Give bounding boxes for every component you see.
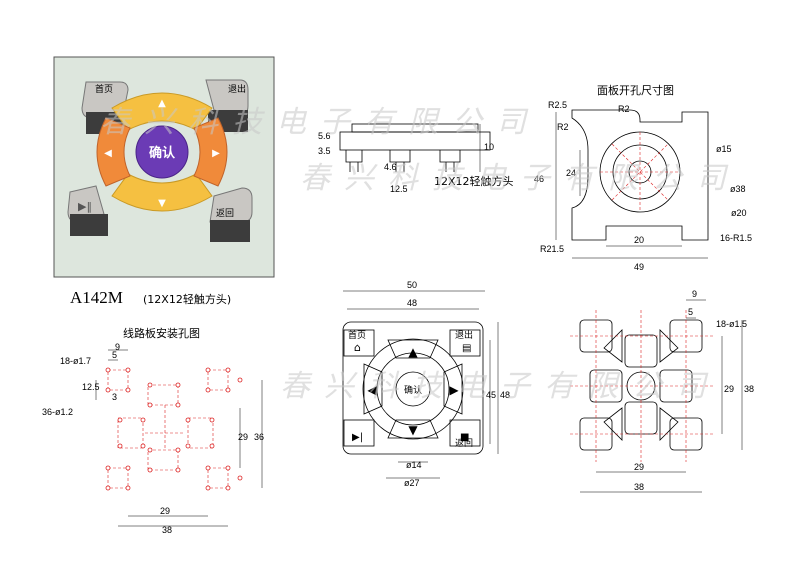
svg-text:■: ■ — [460, 432, 469, 443]
front-dim-50: 50 — [407, 280, 417, 290]
pcb-dim-29-h: 29 — [160, 506, 170, 516]
svg-text:◀: ◀ — [367, 383, 377, 397]
side-dim-12.5: 12.5 — [390, 184, 408, 194]
bottom-dim-18-d1.5: 18-ø1.5 — [716, 319, 747, 329]
panel-view: 面板开孔尺寸图 R2.5 R2 R2 46 24 ø15 ø38 ø20 R21… — [534, 83, 752, 272]
watermark-bottom: 春兴科技电子有限公司 — [280, 369, 720, 404]
svg-text:▲: ▲ — [158, 98, 166, 109]
pcb-dim-36: 36 — [254, 432, 264, 442]
svg-text:▤: ▤ — [462, 343, 471, 354]
side-dim-4.6: 4.6 — [384, 162, 397, 172]
side-view: 5.6 3.5 4.6 10 12.5 12X12轻触方头 — [318, 123, 514, 194]
side-dim-3.5: 3.5 — [318, 146, 331, 156]
photo-label-exit: 退出 — [228, 83, 246, 94]
front-view: ▲ ▼ ◀ ▶ ⌂ ▤ ▶| ■ 首页 退出 返回 确认 50 48 45 48… — [342, 280, 510, 488]
svg-text:▶: ▶ — [449, 383, 459, 397]
front-dim-d14: ø14 — [406, 460, 422, 470]
panel-dim-24: 24 — [566, 168, 576, 178]
front-dim-d27: ø27 — [404, 478, 420, 488]
bottom-dim-38v: 38 — [744, 384, 754, 394]
front-label-home: 首页 — [348, 329, 366, 340]
model-desc: (12X12轻触方头) — [143, 292, 231, 306]
svg-text:▼: ▼ — [158, 198, 166, 209]
panel-caption: 面板开孔尺寸图 — [597, 83, 674, 97]
pcb-dim-18-d1.7: 18-ø1.7 — [60, 356, 91, 366]
corner-key-br: 返回 — [209, 187, 253, 242]
panel-dim-d15: ø15 — [716, 144, 732, 154]
panel-dim-46: 46 — [534, 174, 544, 184]
pcb-dim-5: 5 — [112, 350, 117, 360]
panel-dim-d38: ø38 — [730, 184, 746, 194]
panel-dim-16-r1.5: 16-R1.5 — [720, 233, 752, 243]
side-caption: 12X12轻触方头 — [434, 174, 514, 188]
bottom-view: 9 5 18-ø1.5 29 38 29 38 — [570, 289, 754, 493]
svg-text:▶‖: ▶‖ — [78, 200, 92, 213]
panel-dim-r2.5: R2.5 — [548, 100, 567, 110]
corner-key-bl: ▶‖ — [67, 185, 108, 236]
bottom-dim-9: 9 — [692, 289, 697, 299]
panel-dim-r2-b: R2 — [618, 104, 630, 114]
bottom-dim-38h: 38 — [634, 482, 644, 492]
front-dim-48v: 48 — [500, 390, 510, 400]
svg-text:▲: ▲ — [408, 345, 418, 359]
front-dim-45: 45 — [486, 390, 496, 400]
pcb-view: 线路板安装孔图 18-ø1.7 9 5 12.5 3 — [42, 326, 264, 535]
panel-dim-20: 20 — [634, 235, 644, 245]
front-label-back: 返回 — [455, 437, 473, 448]
photo-label-home: 首页 — [95, 83, 113, 94]
side-dim-5.6: 5.6 — [318, 131, 331, 141]
svg-text:⌂: ⌂ — [354, 341, 361, 354]
pcb-dim-12.5: 12.5 — [82, 382, 100, 392]
pcb-dim-29-v: 29 — [238, 432, 248, 442]
photo-label-back: 返回 — [216, 207, 234, 218]
pcb-dim-9: 9 — [115, 342, 120, 352]
panel-dim-49: 49 — [634, 262, 644, 272]
model-code: A142M — [70, 288, 123, 307]
side-dim-10: 10 — [484, 142, 494, 152]
svg-text:◀: ◀ — [104, 148, 112, 159]
panel-dim-d20: ø20 — [731, 208, 747, 218]
bottom-dim-29v: 29 — [724, 384, 734, 394]
front-dim-48: 48 — [407, 298, 417, 308]
bottom-dim-5: 5 — [688, 307, 693, 317]
pcb-caption: 线路板安装孔图 — [123, 326, 200, 340]
front-center-label: 确认 — [404, 384, 422, 395]
photo-center-label: 确认 — [149, 145, 176, 161]
bottom-dim-29h: 29 — [634, 462, 644, 472]
front-label-exit: 退出 — [455, 329, 473, 340]
pcb-dim-36-d1.2: 36-ø1.2 — [42, 407, 73, 417]
svg-text:▼: ▼ — [408, 423, 418, 437]
pcb-dim-38: 38 — [162, 525, 172, 535]
watermark-top: 春兴科技电子有限公司 — [100, 105, 540, 140]
product-photo: 首页 退出 ▶‖ 返回 ▲ ▼ ◀ ▶ 确认 — [53, 56, 275, 278]
panel-dim-r2-a: R2 — [557, 122, 569, 132]
svg-text:▶|: ▶| — [352, 432, 363, 443]
svg-text:▶: ▶ — [212, 148, 220, 159]
watermark-mid: 春兴科技电子有限公司 — [300, 161, 740, 196]
panel-dim-r21.5: R21.5 — [540, 244, 564, 254]
pcb-dim-3: 3 — [112, 392, 117, 402]
